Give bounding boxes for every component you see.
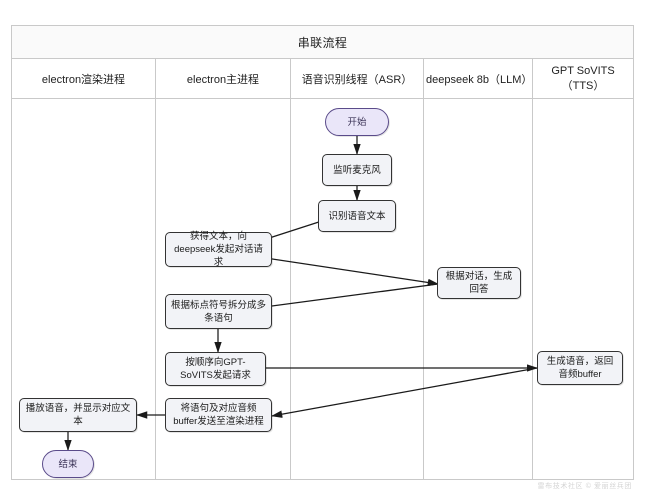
lane-header-row: electron渲染进程 electron主进程 语音识别线程（ASR） dee… (12, 59, 633, 99)
node-listen-microphone[interactable]: 监听麦克风 (322, 154, 392, 186)
lane-body-tts (533, 99, 633, 479)
lane-header-renderer: electron渲染进程 (12, 59, 156, 98)
page-title: 串联流程 (297, 35, 348, 50)
watermark: 雷布技术社区 © 爱丽丝兵团 (537, 483, 632, 490)
node-recognize-speech-text[interactable]: 识别语音文本 (318, 200, 396, 232)
node-request-deepseek[interactable]: 获得文本，向deepseek发起对话请求 (165, 231, 272, 268)
diagram-title-row: 串联流程 (12, 26, 633, 59)
lane-body-renderer (12, 99, 156, 479)
node-request-sovits[interactable]: 按顺序向GPT-SoVITS发起请求 (165, 352, 266, 386)
lane-body-llm (424, 99, 533, 479)
lane-header-tts: GPT SoVITS（TTS） (551, 64, 615, 92)
node-start[interactable]: 开始 (325, 108, 389, 136)
node-send-to-renderer[interactable]: 将语句及对应音频buffer发送至渲染进程 (165, 398, 272, 432)
lane-header-main: electron主进程 (156, 59, 291, 98)
lane-header-llm: deepseek 8b（LLM） (424, 59, 533, 98)
node-generate-audio-buffer[interactable]: 生成语音，返回音频buffer (537, 351, 623, 385)
node-end[interactable]: 结束 (42, 450, 94, 478)
node-split-sentences[interactable]: 根据标点符号拆分成多条语句 (165, 294, 272, 329)
node-play-audio[interactable]: 播放语音，并显示对应文本 (19, 398, 137, 432)
lane-header-asr: 语音识别线程（ASR） (291, 59, 424, 98)
node-generate-answer[interactable]: 根据对话，生成回答 (437, 267, 521, 299)
